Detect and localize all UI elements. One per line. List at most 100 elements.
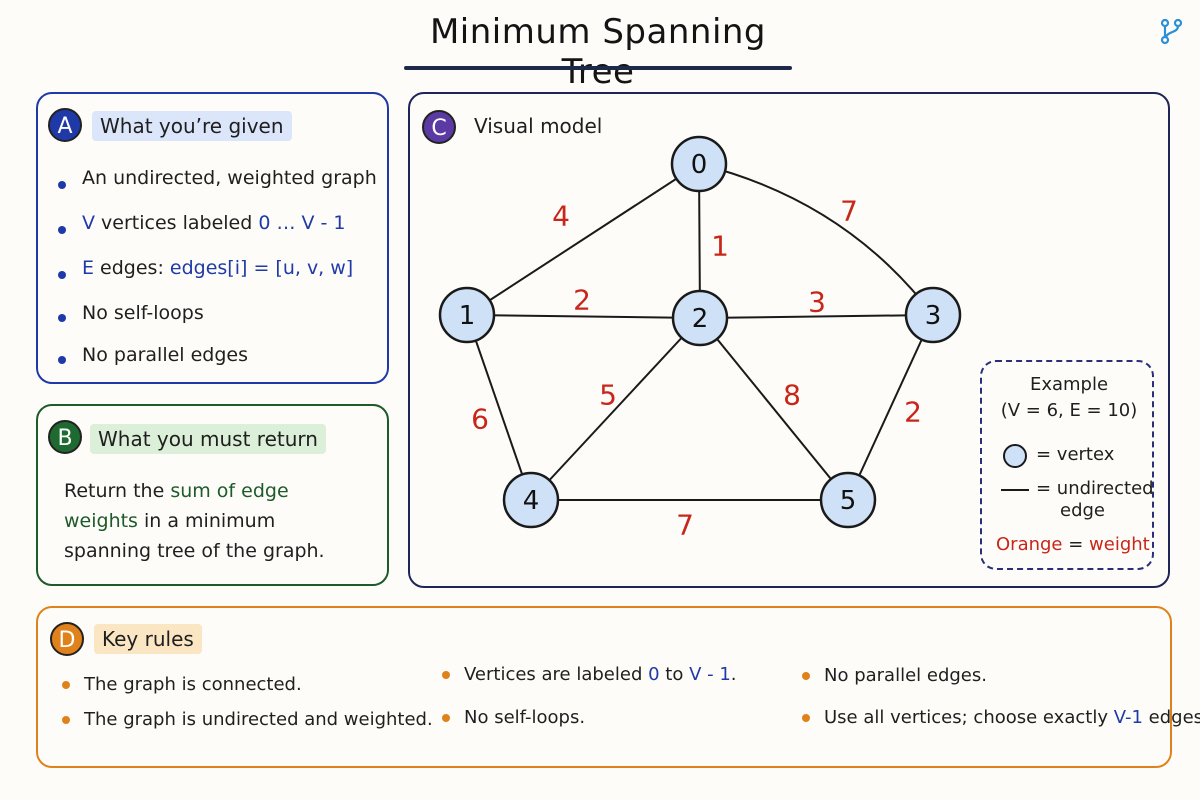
vertex-label: 5: [840, 486, 857, 516]
panel-visual-model: [408, 92, 1170, 588]
edge-weight-label: 8: [783, 379, 801, 412]
legend-equals: =: [1062, 534, 1090, 555]
graph-edge-2-4: [530, 317, 701, 501]
given-item: An undirected, weighted graph: [56, 162, 377, 207]
given-item-symbol: V: [82, 212, 95, 234]
rule-text: Use all vertices; choose exactly: [824, 707, 1114, 728]
graph-edge-2-5: [699, 317, 849, 501]
panel-a-heading: What you’re given: [92, 111, 292, 141]
graph-node-2: 2: [671, 289, 729, 347]
rule-item: The graph is connected.: [62, 674, 302, 695]
given-item-symbol: E: [82, 257, 95, 279]
given-item-code: edges[i] = [u, v, w]: [169, 257, 354, 279]
given-item: E edges: edges[i] = [u, v, w]: [56, 252, 377, 297]
bullet-dot: [442, 671, 450, 679]
rule-item: Vertices are labeled 0 to V - 1.: [442, 664, 737, 685]
git-branch-icon: [1160, 18, 1183, 45]
graph-edge-1-4: [466, 314, 532, 501]
edge-weight-label: 6: [471, 403, 489, 436]
legend-weight-word: weight: [1089, 534, 1150, 555]
edge-weight-label: 7: [840, 195, 858, 228]
bullet-dot: [802, 672, 810, 680]
edge-weight-label: 3: [808, 286, 826, 319]
rule-accent: V - 1: [689, 664, 731, 685]
rule-text: No parallel edges.: [824, 665, 987, 686]
panel-a-badge: A: [48, 108, 82, 142]
panel-d-heading: Key rules: [94, 624, 202, 654]
edge-weight-label: 7: [676, 509, 694, 542]
graph-node-1: 1: [438, 286, 496, 344]
rule-accent: 0: [648, 664, 660, 685]
graph-node-3: 3: [904, 286, 962, 344]
graph-edge-1-2: [466, 314, 701, 319]
rule-item: Use all vertices; choose exactly V-1 edg…: [802, 707, 1200, 728]
rule-text-end: .: [730, 664, 737, 685]
legend-box: Example(V = 6, E = 10) = vertex = undire…: [980, 360, 1154, 570]
given-item-text: edges:: [94, 257, 170, 279]
panel-key-rules: [36, 606, 1172, 768]
edge-weight-label: 2: [904, 396, 922, 429]
return-text: Return the: [64, 480, 171, 502]
rule-text: The graph is connected.: [84, 674, 302, 695]
graph-node-0: 0: [670, 135, 728, 193]
vertex-label: 3: [925, 301, 942, 331]
bullet-dot: [442, 714, 450, 722]
given-item: No parallel edges: [56, 339, 377, 381]
panel-b-badge: B: [48, 420, 82, 454]
vertex-label: 0: [691, 150, 708, 180]
legend-orange: Orange: [996, 534, 1063, 555]
given-item: V vertices labeled 0 … V - 1: [56, 207, 377, 252]
panel-d-badge: D: [50, 622, 84, 656]
panel-return: [36, 404, 389, 586]
rule-item: The graph is undirected and weighted.: [62, 709, 433, 730]
vertex-circle: [904, 286, 962, 344]
graph-node-4: 4: [502, 471, 560, 529]
return-text-end: in a minimum spanning tree of the graph.: [64, 510, 325, 562]
panel-given: [36, 92, 389, 384]
graph-edge-0-1: [466, 163, 700, 316]
bullet-dot: [62, 716, 70, 724]
panel-c-heading: Visual model: [474, 114, 603, 138]
vertex-circle: [670, 135, 728, 193]
graph-node-5: 5: [819, 471, 877, 529]
vertex-circle: [438, 286, 496, 344]
panel-c-badge: C: [422, 110, 456, 144]
bullet-dot: [62, 681, 70, 689]
graph-edge-0-3: [698, 163, 934, 316]
bullet-dot: [802, 714, 810, 722]
given-list: An undirected, weighted graph V vertices…: [56, 162, 377, 381]
vertex-label: 1: [459, 301, 476, 331]
legend-title: Example (V = 6, E = 10): [982, 372, 1156, 424]
vertex-label: 2: [692, 304, 709, 334]
graph-edge-2-3: [699, 314, 934, 319]
legend-vertex-label: = vertex: [1036, 444, 1115, 465]
vertex-legend-icon: [1003, 444, 1027, 468]
page-title-wrap: Minimum Spanning Tree: [404, 12, 792, 92]
panel-b-heading: What you must return: [90, 424, 326, 454]
return-description: Return the sum of edge weights in a mini…: [64, 476, 364, 566]
given-item-text: An undirected, weighted graph: [82, 167, 377, 189]
legend-edge-label-2: edge: [1060, 500, 1105, 521]
rule-text-mid: to: [659, 664, 690, 685]
rule-text: Vertices are labeled: [464, 664, 649, 685]
page-title: Minimum Spanning Tree: [429, 12, 767, 92]
given-item-text: No self-loops: [82, 302, 204, 324]
rule-item: No self-loops.: [442, 707, 585, 728]
edge-weight-label: 1: [711, 230, 729, 263]
rule-text: No self-loops.: [464, 707, 586, 728]
given-item: No self-loops: [56, 297, 377, 339]
rule-text-end: edges.: [1148, 707, 1200, 728]
graph-edge-3-5: [847, 314, 934, 501]
given-item-text: No parallel edges: [82, 344, 248, 366]
legend-weight: Orange = weight: [996, 534, 1150, 555]
legend-title-text: Example: [1029, 374, 1109, 395]
given-item-range: 0 … V - 1: [258, 212, 346, 234]
rule-item: No parallel edges.: [802, 665, 987, 686]
rule-text: The graph is undirected and weighted.: [84, 709, 433, 730]
rule-accent: V-1: [1113, 707, 1143, 728]
edge-weight-label: 2: [573, 284, 591, 317]
legend-subtitle: (V = 6, E = 10): [1000, 400, 1138, 421]
edge-legend-icon: [1001, 489, 1029, 491]
edge-weight-label: 4: [552, 200, 570, 233]
